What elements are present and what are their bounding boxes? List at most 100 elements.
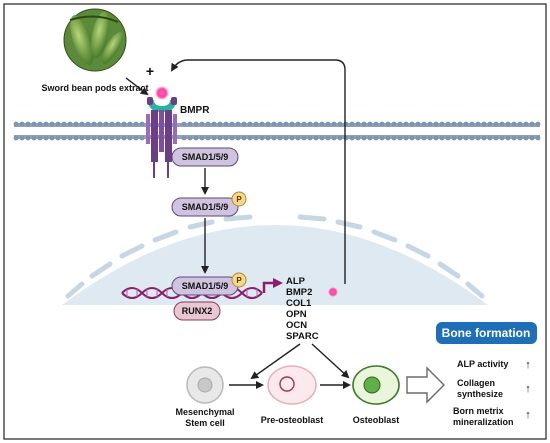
membrane-lipid-head [205,121,211,127]
membrane-lipid-head [379,121,385,127]
membrane-lipid-head [31,121,37,127]
membrane-lipid-head [319,121,325,127]
membrane-lipid-head [67,135,73,141]
membrane-lipid-head [355,121,361,127]
gene-opn: OPN [286,309,307,320]
membrane-lipid-head [61,135,67,141]
membrane-lipid-head [487,121,493,127]
smad-phospho-label: SMAD1/5/9 [182,202,229,212]
membrane-lipid-head [37,135,43,141]
outcome-alp-arrow: ↑ [525,359,531,371]
membrane-lipid-head [97,135,103,141]
membrane-lipid-head [103,121,109,127]
membrane-lipid-head [433,121,439,127]
membrane-lipid-head [409,135,415,141]
membrane-lipid-head [55,135,61,141]
membrane-lipid-head [139,121,145,127]
membrane-lipid-head [361,135,367,141]
membrane-lipid-head [337,135,343,141]
membrane-lipid-head [97,121,103,127]
gene-ocn: OCN [286,320,307,331]
membrane-lipid-head [451,121,457,127]
bone-outcomes: ALP activity ↑ Collagen synthesize ↑ Bor… [453,359,531,427]
membrane-lipid-head [367,135,373,141]
membrane-lipid-head [103,135,109,141]
membrane-lipid-head [91,121,97,127]
nucleus [62,225,488,305]
membrane-lipid-head [445,135,451,141]
gene-arrow-osteo [311,343,350,379]
membrane-lipid-head [427,135,433,141]
membrane-lipid-head [55,121,61,127]
result-arrow [406,366,445,404]
membrane-lipid-head [217,135,223,141]
membrane-lipid-head [253,121,259,127]
membrane-lipid-head [19,121,25,127]
membrane-lipid-head [421,121,427,127]
membrane-lipid-head [31,135,37,141]
membrane-lipid-head [133,135,139,141]
membrane-lipid-head [187,121,193,127]
membrane-lipid-head [181,121,187,127]
membrane-lipid-head [289,121,295,127]
membrane-lipid-head [241,121,247,127]
membrane-lipid-head [109,135,115,141]
pre-osteoblast-label: Pre-osteoblast [261,415,324,425]
membrane-lipid-head [85,135,91,141]
membrane-lipid-head [139,135,145,141]
membrane-lipid-head [271,135,277,141]
outcome-mineral-arrow: ↑ [525,409,531,421]
membrane-lipid-head [403,135,409,141]
membrane-lipid-head [385,135,391,141]
membrane-lipid-head [481,121,487,127]
gene-alp: ALP [286,276,306,287]
membrane-lipid-head [301,121,307,127]
membrane-lipid-head [463,121,469,127]
membrane-lipid-head [457,121,463,127]
membrane-lipid-head [295,121,301,127]
membrane-lipid-head [469,135,475,141]
membrane-lipid-head [253,135,259,141]
dna-rungs [126,289,258,297]
membrane-lipid-head [79,121,85,127]
phospho-badge-upper-label: P [236,195,242,204]
membrane-lipid-head [247,121,253,127]
membrane-lipid-head [181,135,187,141]
extract-label: Sword bean pods extract [41,83,148,93]
membrane-lipid-head [283,135,289,141]
membrane-lipid-head [13,121,19,127]
membrane-lipid-head [229,135,235,141]
membrane-lipid-head [73,135,79,141]
extract-arrow [125,77,149,96]
membrane-lipid-head [337,121,343,127]
membrane-lipid-head [421,135,427,141]
membrane-lipid-head [349,121,355,127]
membrane-lipid-head [85,121,91,127]
cell-membrane [13,121,541,141]
membrane-lipid-head [445,121,451,127]
membrane-lipid-head [259,135,265,141]
membrane-lipid-head [517,121,523,127]
membrane-lipid-head [493,135,499,141]
phospho-badge-upper [231,191,247,207]
plus-sign: + [146,63,154,79]
membrane-lipid-head [415,121,421,127]
figure-border [3,3,547,440]
outcome-collagen-arrow: ↑ [525,383,531,395]
membrane-lipid-head [193,135,199,141]
membrane-lipid-head [427,121,433,127]
membrane-lipid-head [439,135,445,141]
membrane-lipid-head [469,121,475,127]
membrane-lipid-head [397,135,403,141]
membrane-lipid-head [283,121,289,127]
membrane-lipid-head [523,135,529,141]
membrane-lipid-head [43,135,49,141]
membrane-lipid-head [307,121,313,127]
transcription-arrow [262,278,283,293]
membrane-lipid-head [415,135,421,141]
gene-arrow-pre [250,343,301,380]
phospho-badge-nuclear-label: P [236,276,242,285]
membrane-lipid-head [211,121,217,127]
